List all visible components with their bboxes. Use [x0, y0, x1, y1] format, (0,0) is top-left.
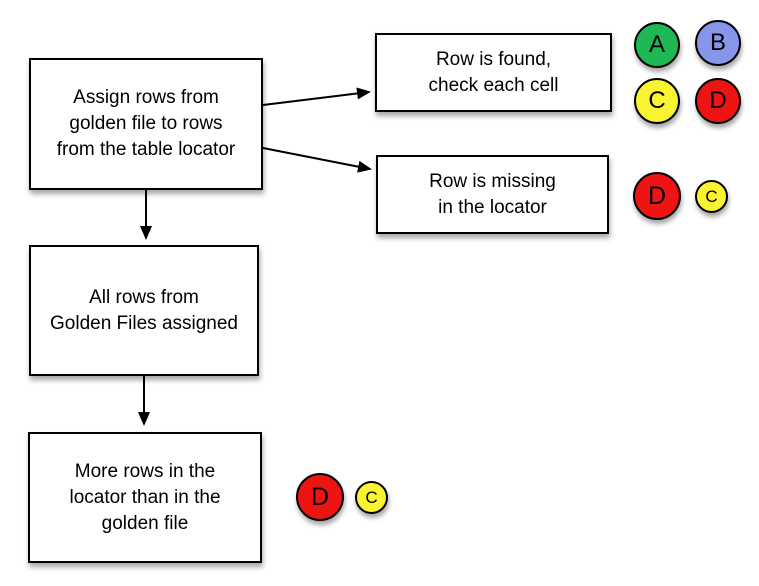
- badge-c-label: C: [365, 487, 378, 507]
- badge-d-row-missing: D: [633, 172, 681, 220]
- arrow-assign-to-row-found: [262, 87, 371, 106]
- badge-d-label: D: [310, 482, 330, 511]
- badge-b-label: B: [709, 29, 726, 56]
- badge-c-more-rows: C: [355, 481, 388, 514]
- badge-c-row-found: C: [634, 78, 680, 124]
- badge-c-label: C: [648, 87, 666, 114]
- badge-b-row-found: B: [695, 20, 741, 66]
- badge-d-more-rows: D: [296, 473, 344, 521]
- node-more-rows: More rows in the locator than in the gol…: [28, 432, 262, 563]
- node-assign-rows: Assign rows from golden file to rows fro…: [29, 58, 263, 190]
- badge-a-label: A: [648, 31, 665, 58]
- badge-d-label: D: [647, 181, 667, 210]
- node-more-rows-label: More rows in the locator than in the gol…: [69, 460, 221, 534]
- badge-c-row-missing: C: [695, 180, 728, 213]
- badge-c-label: C: [705, 186, 718, 206]
- node-row-missing-label: Row is missing in the locator: [429, 170, 556, 218]
- node-row-missing: Row is missing in the locator: [376, 155, 609, 234]
- node-all-rows-assigned: All rows from Golden Files assigned: [29, 245, 259, 376]
- node-all-rows-assigned-label: All rows from Golden Files assigned: [50, 286, 238, 334]
- badge-a-row-found: A: [634, 22, 680, 68]
- node-row-found-label: Row is found, check each cell: [428, 48, 559, 96]
- node-assign-rows-label: Assign rows from golden file to rows fro…: [56, 87, 236, 160]
- node-row-found: Row is found, check each cell: [375, 33, 612, 112]
- arrow-assign-to-row-missing: [262, 147, 372, 173]
- badge-d-row-found: D: [695, 78, 741, 124]
- badge-d-label: D: [709, 87, 727, 114]
